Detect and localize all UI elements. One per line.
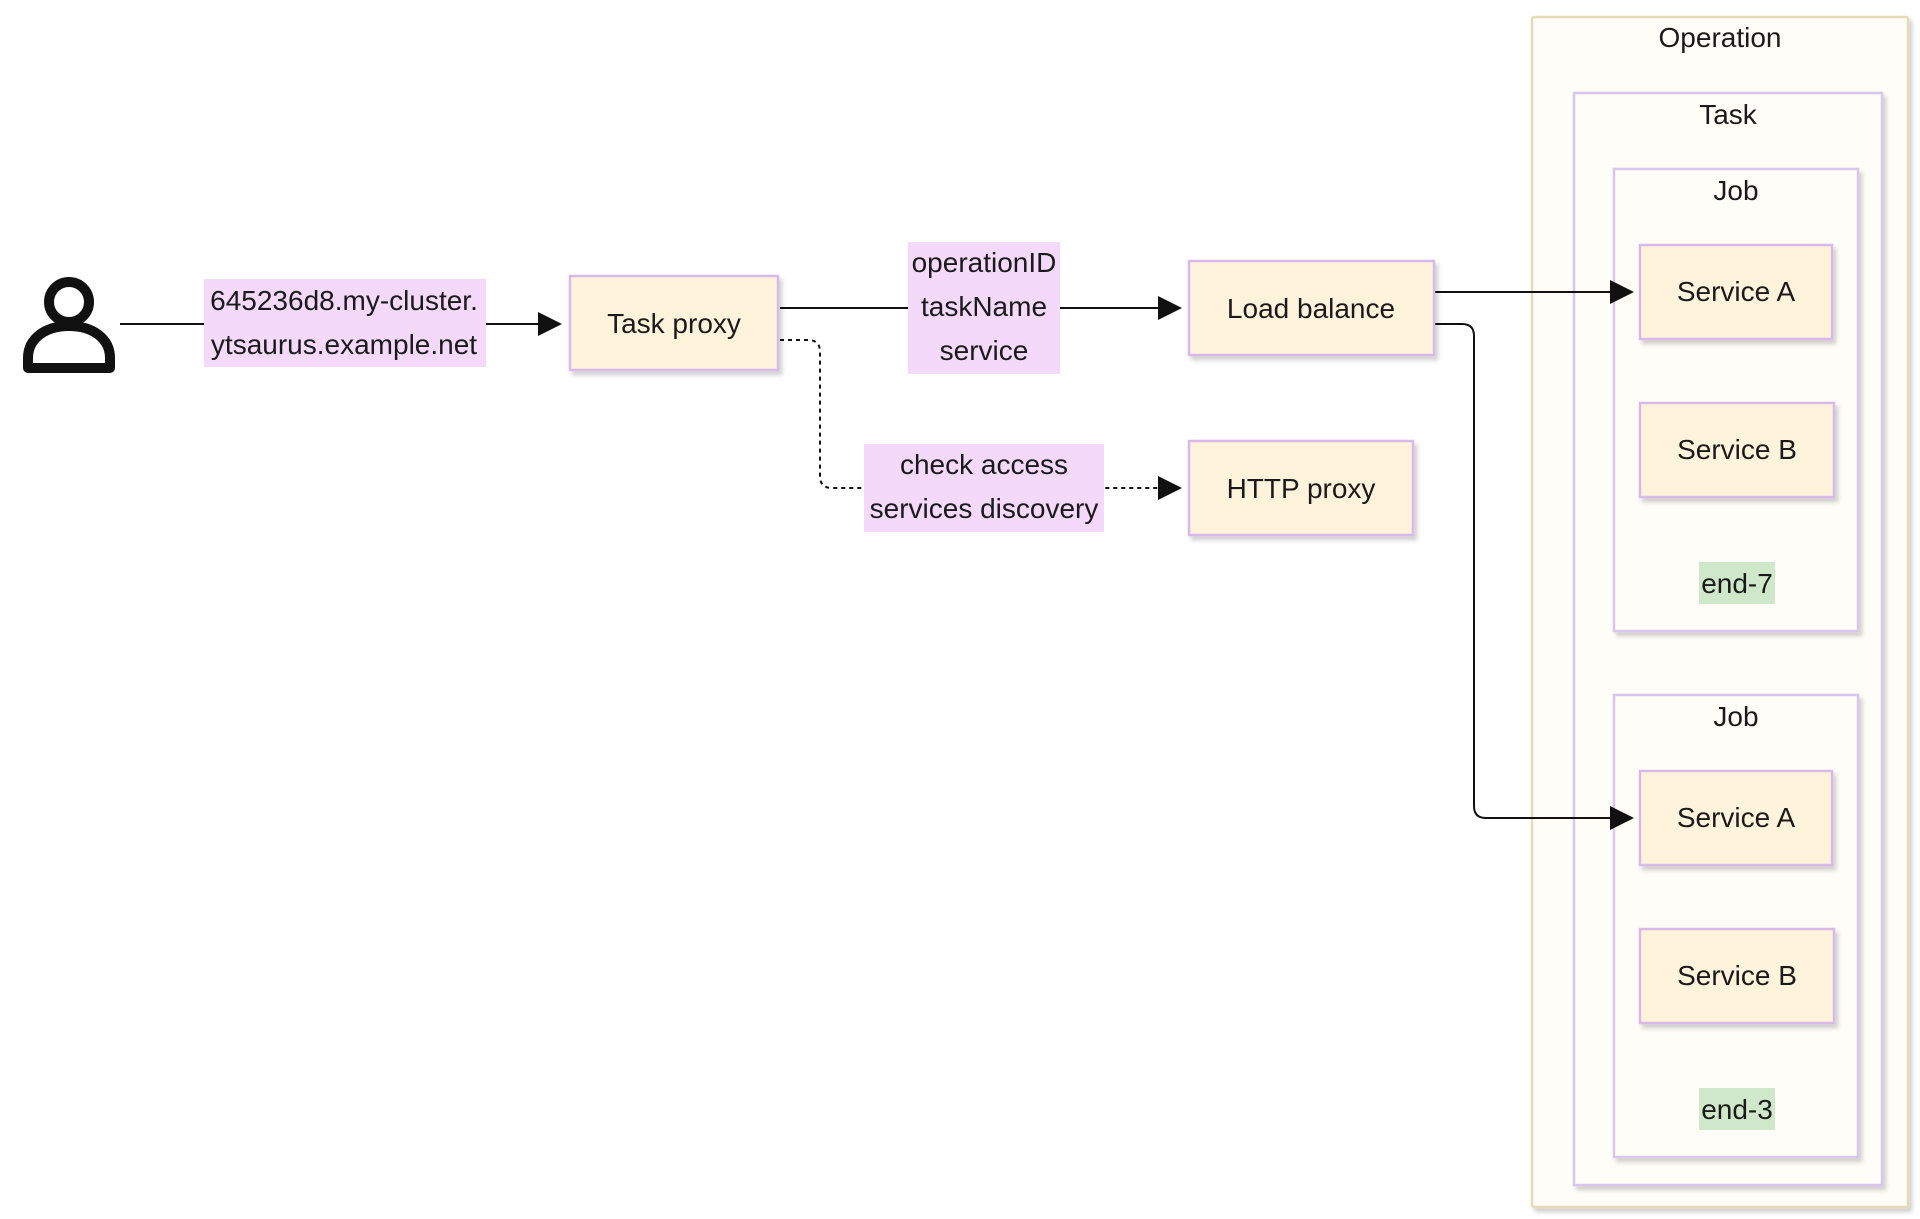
http-proxy-box[interactable] bbox=[1187, 439, 1415, 537]
task-proxy-node[interactable]: Task proxy bbox=[568, 274, 780, 372]
routing-line-3: service bbox=[940, 335, 1029, 366]
task-proxy-label: Task proxy bbox=[607, 308, 741, 339]
load-balance-box[interactable] bbox=[1187, 259, 1436, 357]
endpoint-line-1: 645236d8.my-cluster. bbox=[210, 285, 478, 316]
service-a-label: Service A bbox=[1677, 276, 1796, 307]
service-b-label: Service B bbox=[1677, 434, 1797, 465]
checks-label: check access services discovery bbox=[864, 444, 1104, 532]
task-proxy-box[interactable] bbox=[568, 274, 780, 372]
end-badge bbox=[1699, 562, 1775, 604]
checks-line-1: check access bbox=[900, 449, 1068, 480]
routing-label-bg bbox=[908, 242, 1060, 374]
routing-line-2: taskName bbox=[921, 291, 1047, 322]
task-title: Task bbox=[1699, 99, 1758, 130]
job-title: Job bbox=[1713, 175, 1758, 206]
end-label: end-7 bbox=[1701, 568, 1773, 599]
job-frame bbox=[1612, 693, 1860, 1159]
load-balance-label: Load balance bbox=[1227, 293, 1395, 324]
person-icon bbox=[23, 277, 115, 373]
job-container-2: Job Service A Service B end-3 bbox=[1612, 693, 1860, 1159]
edge-load-balance-to-service-a2 bbox=[1434, 323, 1634, 830]
person-head bbox=[44, 277, 94, 327]
edges bbox=[120, 280, 1634, 830]
service-b-node[interactable] bbox=[1638, 401, 1836, 499]
person-body bbox=[23, 321, 115, 373]
job-frame bbox=[1612, 167, 1860, 633]
checks-line-2: services discovery bbox=[870, 493, 1099, 524]
job-title: Job bbox=[1713, 701, 1758, 732]
edge-task-proxy-to-http-proxy bbox=[780, 339, 1182, 500]
routing-line-1: operationID bbox=[912, 247, 1057, 278]
endpoint-label: 645236d8.my-cluster. ytsaurus.example.ne… bbox=[204, 279, 486, 367]
endpoint-label-bg bbox=[204, 279, 486, 367]
service-a-node[interactable] bbox=[1638, 769, 1834, 867]
service-a-node[interactable] bbox=[1638, 243, 1834, 341]
end-label: end-3 bbox=[1701, 1094, 1773, 1125]
load-balance-node[interactable]: Load balance bbox=[1187, 259, 1436, 357]
service-b-label: Service B bbox=[1677, 960, 1797, 991]
http-proxy-node[interactable]: HTTP proxy bbox=[1187, 439, 1415, 537]
routing-label: operationID taskName service bbox=[908, 242, 1060, 374]
checks-label-bg bbox=[864, 444, 1104, 532]
http-proxy-label: HTTP proxy bbox=[1227, 473, 1376, 504]
endpoint-line-2: ytsaurus.example.net bbox=[211, 329, 477, 360]
service-a-label: Service A bbox=[1677, 802, 1796, 833]
service-b-node[interactable] bbox=[1638, 927, 1836, 1025]
end-badge bbox=[1699, 1088, 1775, 1130]
job-container-1: Job Service A Service B end-7 bbox=[1612, 167, 1860, 633]
operation-title: Operation bbox=[1659, 22, 1782, 53]
